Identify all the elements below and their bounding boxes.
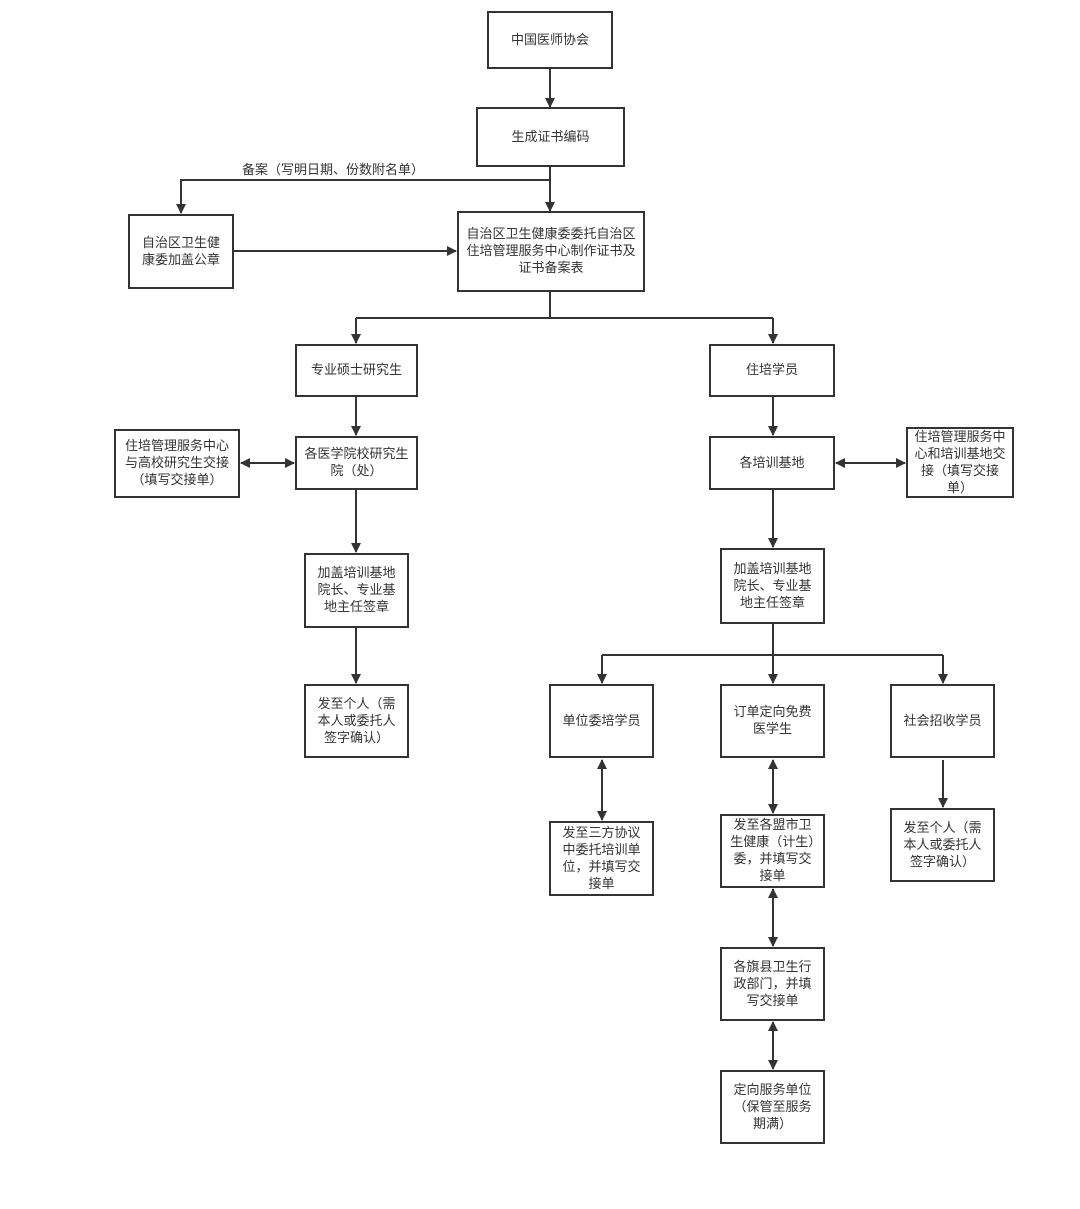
node-personal-left: 发至个人（需本人或委托人签字确认） [304, 684, 409, 758]
node-unit-trainee: 单位委培学员 [549, 684, 654, 758]
node-handover-univ: 住培管理服务中心与高校研究生交接（填写交接单） [114, 429, 240, 498]
node-social: 社会招收学员 [890, 684, 995, 758]
node-seal: 自治区卫生健康委加盖公章 [128, 214, 234, 289]
node-make-cert: 自治区卫生健康委委托自治区住培管理服务中心制作证书及证书备案表 [457, 211, 645, 292]
node-order-free: 订单定向免费医学生 [720, 684, 825, 758]
node-personal-right: 发至个人（需本人或委托人签字确认） [890, 808, 995, 882]
node-base: 各培训基地 [709, 436, 835, 490]
node-sign-right: 加盖培训基地院长、专业基地主任签章 [720, 548, 825, 624]
edge-filing-to-seal [176, 179, 550, 214]
node-gen-code: 生成证书编码 [476, 107, 625, 167]
node-sign-left: 加盖培训基地院长、专业基地主任签章 [304, 553, 409, 628]
node-master: 专业硕士研究生 [295, 344, 418, 397]
node-third-party: 发至三方协议中委托培训单位，并填写交接单 [549, 821, 654, 896]
filing-edge-label: 备案（写明日期、份数附名单） [242, 163, 425, 178]
node-service-unit: 定向服务单位（保管至服务期满） [720, 1070, 825, 1144]
node-handover-base: 住培管理服务中心和培训基地交接（填写交接单） [906, 427, 1014, 498]
node-league-city: 发至各盟市卫生健康（计生）委，并填写交接单 [720, 814, 825, 888]
node-resident: 住培学员 [709, 344, 835, 397]
node-grad-school: 各医学院校研究生院（处） [295, 436, 418, 490]
node-cma: 中国医师协会 [487, 11, 613, 69]
node-banner-county: 各旗县卫生行政部门，并填写交接单 [720, 947, 825, 1021]
